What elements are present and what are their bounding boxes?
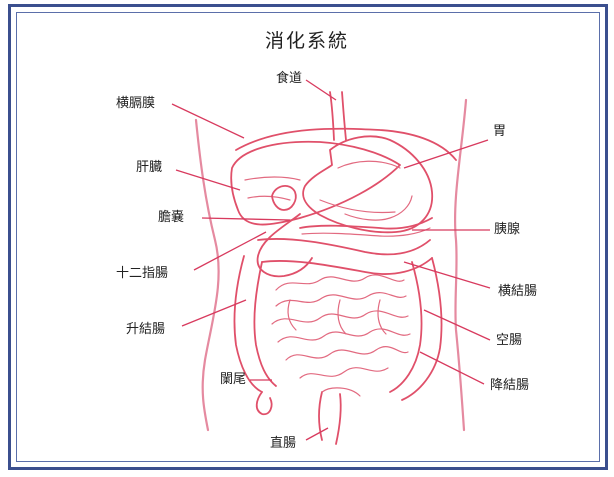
leader-esophagus [306,80,336,100]
duodenum-organ [258,214,312,276]
leader-duodenum [194,232,266,270]
small-intestine-loops [272,275,410,378]
esophagus-organ [330,92,334,140]
label-duodenum: 十二指腸 [116,266,168,282]
label-descending-colon: 降結腸 [490,378,529,394]
appendix-organ [257,392,272,414]
label-esophagus: 食道 [276,71,302,87]
leader-diaphragm [172,104,244,138]
label-diaphragm: 横膈膜 [116,96,155,112]
leader-rectum [306,428,328,440]
leader-descending-colon [420,352,484,384]
label-liver: 肝臓 [136,160,162,176]
label-appendix: 闌尾 [220,372,246,388]
label-pancreas: 胰腺 [494,222,520,238]
leader-ascending-colon [182,300,246,326]
transverse-colon-organ [258,239,430,254]
descending-colon-organ [390,262,422,392]
label-gallbladder: 膽嚢 [158,210,184,226]
label-ascending-colon: 升結腸 [126,322,165,338]
label-stomach: 胃 [493,124,506,140]
label-rectum: 直腸 [270,436,296,452]
label-jejunum: 空腸 [496,333,522,349]
label-transverse-colon: 横結腸 [498,284,537,300]
torso-left-outline [196,120,219,430]
leader-stomach [404,140,488,168]
